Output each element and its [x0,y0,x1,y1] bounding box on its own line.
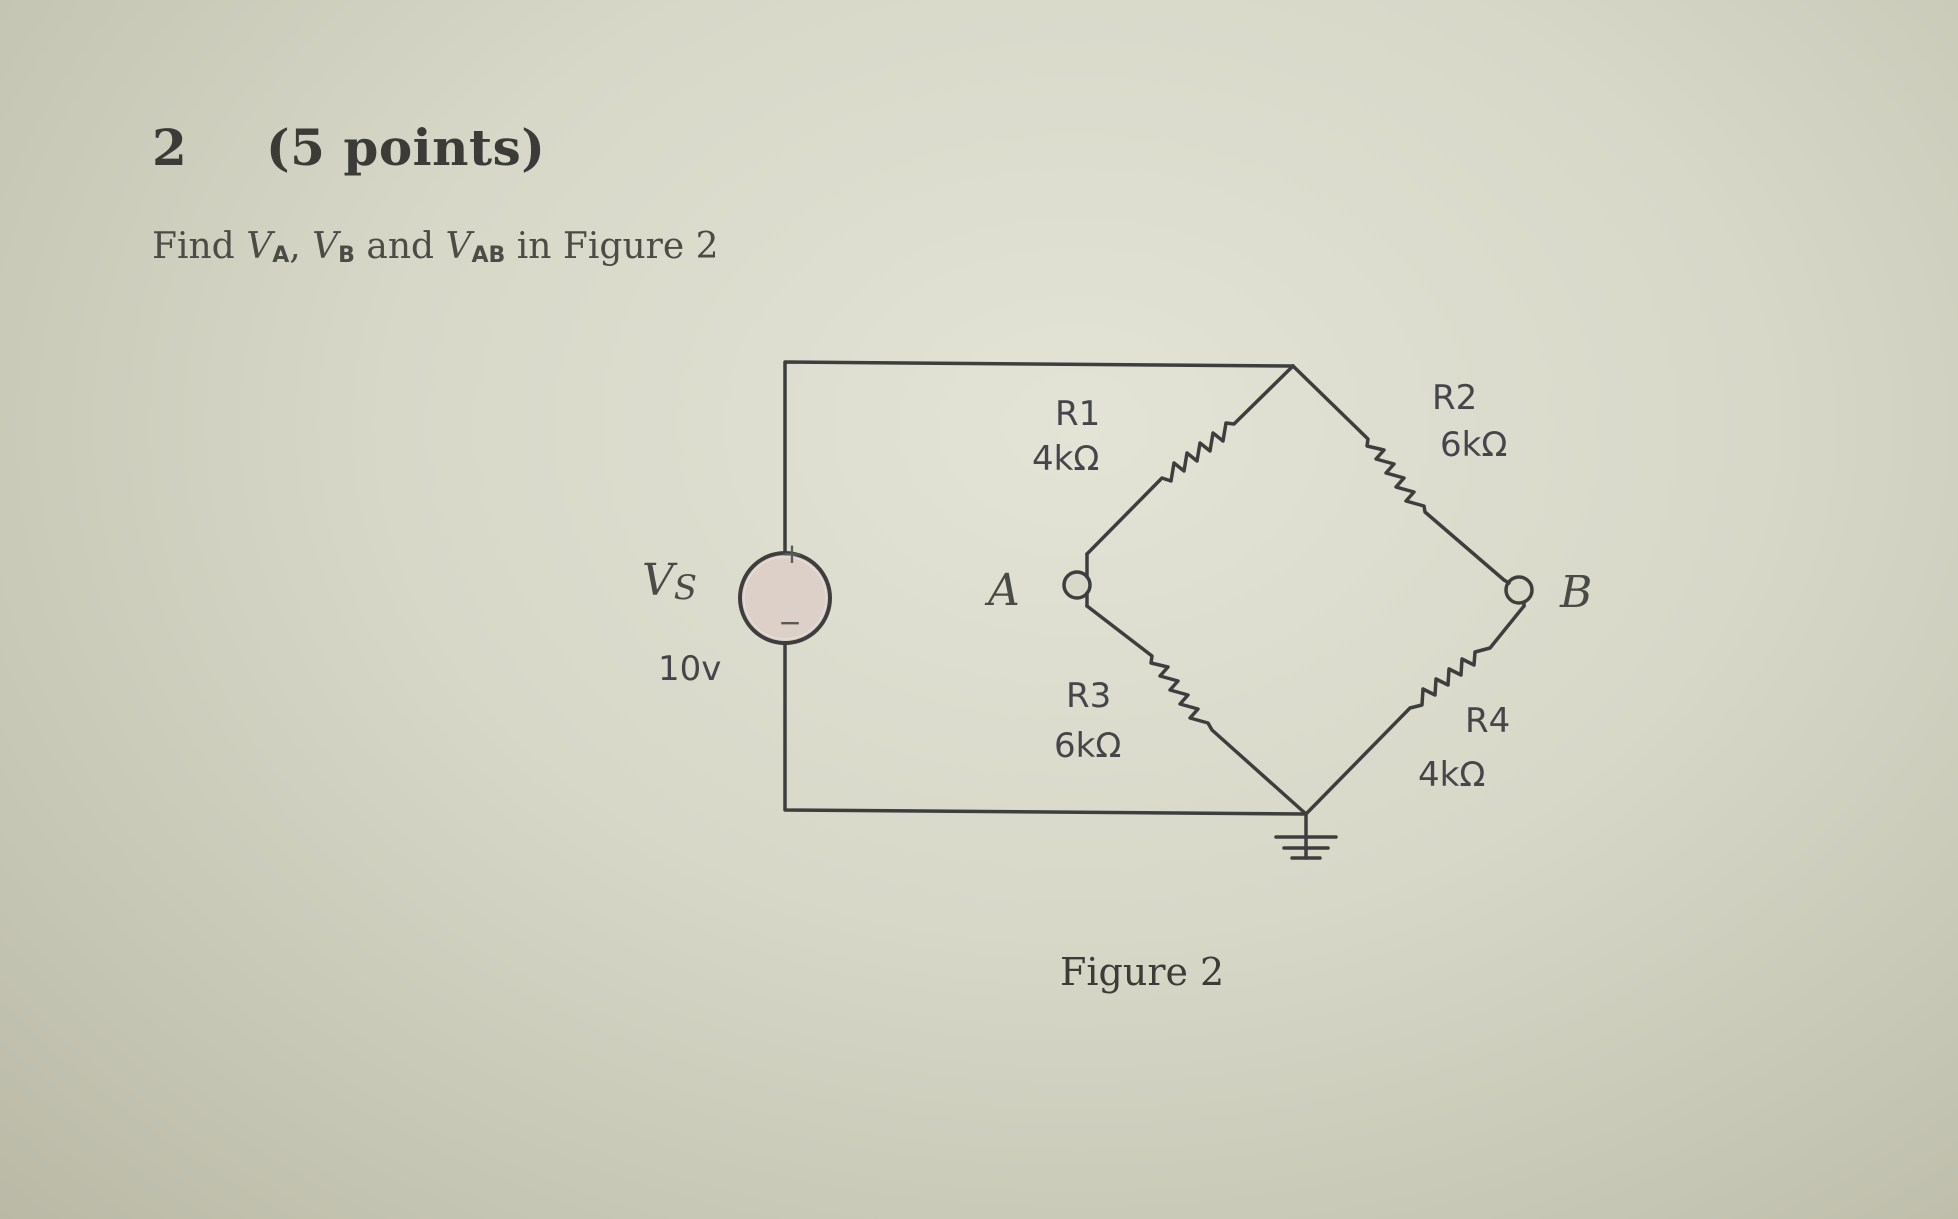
r2-name-label: R2 [1432,378,1477,418]
wire-top [783,360,1295,557]
var-vb-main: V [312,226,339,267]
source-minus-sign: − [778,606,801,639]
var-va: VA [246,226,290,268]
source-name-label: VS [642,555,697,608]
r3-value-label: 6kΩ [1054,726,1121,766]
node-a-label: A [984,565,1020,616]
question-points: (5 points) [266,118,546,177]
resistor-r3 [1085,604,1308,816]
r4-name-label: R4 [1465,701,1510,741]
r4-value-label: 4kΩ [1418,755,1485,795]
var-vab: VAB [445,226,506,268]
prompt-suffix: in Figure 2 [516,226,719,267]
resistor-r1 [1085,364,1295,556]
var-vb-sub: B [338,243,355,268]
node-a-terminal [1062,570,1092,600]
prompt-prefix: Find [152,226,235,267]
var-vab-main: V [445,226,472,267]
resistor-r2 [1291,364,1506,582]
source-name-main: V [642,555,678,606]
var-vb: VB [312,226,355,268]
source-value-label: 10v [658,649,721,689]
node-b-label: B [1559,567,1592,618]
r1-name-label: R1 [1055,394,1100,434]
r2-value-label: 6kΩ [1440,425,1507,465]
wire-bottom [783,641,1308,816]
prompt-sep: , [289,226,301,267]
var-vab-sub: AB [471,243,506,268]
var-va-main: V [246,226,273,267]
resistor-r4 [1304,604,1526,816]
node-b-lead-top [1502,578,1511,585]
var-va-sub: A [272,243,290,268]
voltage-source-icon [738,551,832,645]
r3-name-label: R3 [1066,676,1111,716]
source-plus-sign: + [780,537,803,570]
source-name-sub: S [674,568,697,608]
node-b-terminal [1504,575,1534,605]
question-number: 2 [152,118,188,177]
figure-caption: Figure 2 [1060,950,1225,994]
r1-value-label: 4kΩ [1032,439,1099,479]
prompt-conj: and [366,226,435,267]
question-prompt: Find VA, VB and VAB in Figure 2 [152,226,719,268]
ground-icon [1274,812,1338,860]
